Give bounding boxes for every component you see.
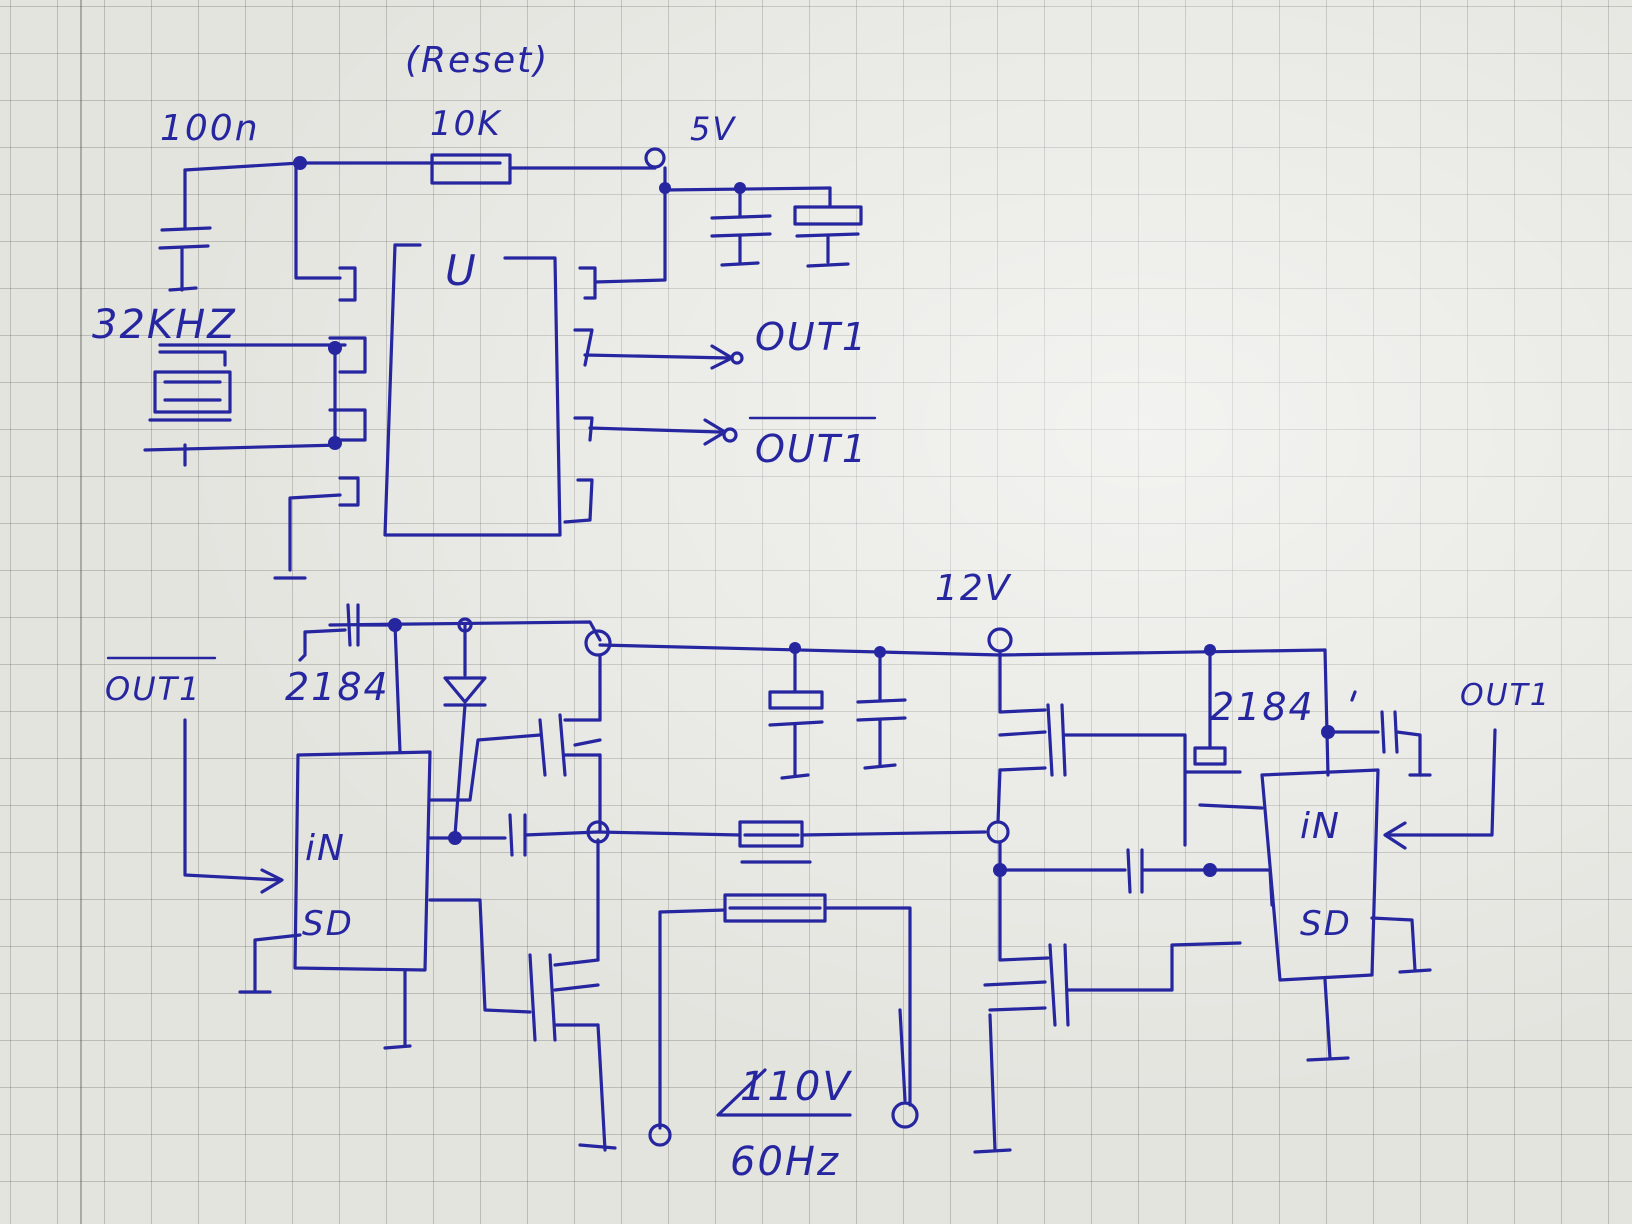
out1-label-right: OUT1 — [1460, 678, 1551, 713]
mosfet-right-high — [996, 650, 1187, 847]
node-left-rail — [584, 629, 612, 657]
crystal-label: 32KHZ — [92, 302, 237, 348]
terminal-12v — [987, 627, 1013, 653]
supply-5v-label: 5V — [690, 110, 736, 148]
capacitor-100n-label: 100n — [160, 108, 260, 149]
driver-section: 12V 2184 iN SD OUT1 — [105, 568, 1551, 1185]
mosfet-left-high — [538, 653, 602, 834]
pin-sd-left: SD — [302, 904, 354, 944]
pin-in-left: iN — [305, 828, 346, 869]
out1-bar-label-left: OUT1 — [105, 670, 202, 708]
pin-sd-right: SD — [1300, 904, 1352, 944]
osc-ic-body — [383, 243, 562, 537]
crystal-32khz — [143, 341, 347, 467]
driver-ic-right — [1260, 768, 1380, 982]
ic-right-part-label: 2184 — [1210, 685, 1315, 729]
mains-frequency-label: 60Hz — [730, 1139, 840, 1185]
oscillator-section: U — [92, 40, 877, 580]
supply-12v-label: 12V — [935, 568, 1012, 609]
out1-bar-label-top: OUT1 — [755, 427, 868, 471]
reset-label: (Reset) — [405, 40, 549, 81]
out1-label-top: OUT1 — [755, 315, 868, 359]
mosfet-right-low — [973, 840, 1242, 1154]
capacitor-5v-b — [793, 186, 863, 268]
capacitor-100n-plate — [160, 226, 212, 232]
margin-line — [80, 0, 82, 1224]
resistor-10k — [430, 153, 512, 185]
chip-notch-label: U — [445, 246, 478, 295]
capacitor-bulk — [768, 646, 824, 780]
ic-left-part-label: 2184 — [285, 665, 390, 709]
resistor-10k-label: 10K — [430, 104, 502, 144]
diode — [443, 623, 487, 837]
terminal-5v — [644, 147, 666, 169]
capacitor-5v-a — [710, 186, 772, 267]
capacitor-ceramic — [856, 650, 907, 770]
driver-ic-left — [293, 750, 432, 972]
mains-voltage-label: 110V — [740, 1064, 852, 1110]
pin-in-right: iN — [1300, 806, 1341, 847]
transformer — [596, 820, 987, 1147]
mosfet-left-low — [528, 838, 617, 1152]
